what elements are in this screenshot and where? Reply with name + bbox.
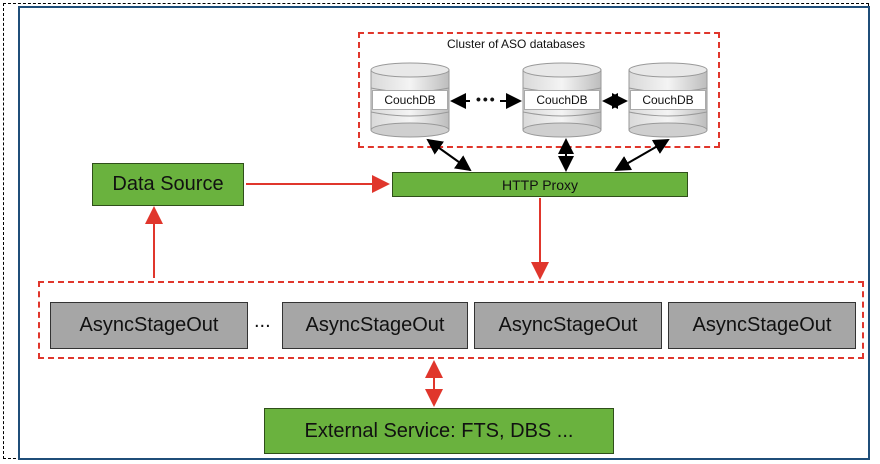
couchdb-label: CouchDB [372, 90, 448, 110]
db-proxy-arrow [426, 138, 472, 172]
asyncstageout-label: AsyncStageOut [692, 314, 832, 336]
http-proxy-box: HTTP Proxy [392, 172, 688, 197]
http-proxy-label: HTTP Proxy [502, 176, 578, 193]
couchdb-node-1: CouchDB [370, 62, 450, 138]
external-service-label: External Service: FTS, DBS ... [304, 419, 574, 442]
asyncstageout-box-1: AsyncStageOut [50, 302, 248, 349]
stageout-container [38, 281, 864, 359]
data-source-label: Data Source [112, 173, 224, 195]
couchdb-label: CouchDB [524, 90, 600, 110]
couchdb-node-2: CouchDB [522, 62, 602, 138]
couchdb-label: CouchDB [630, 90, 706, 110]
asyncstageout-box-4: AsyncStageOut [668, 302, 856, 349]
couchdb-node-3: CouchDB [628, 62, 708, 138]
database-ellipsis: ••• [476, 91, 497, 107]
cluster-title: Cluster of ASO databases [447, 37, 586, 51]
db-proxy-arrow [614, 139, 670, 171]
asyncstageout-label: AsyncStageOut [79, 314, 219, 336]
data-source-box: Data Source [92, 163, 244, 206]
cluster-container [358, 32, 720, 148]
asyncstageout-box-2: AsyncStageOut [282, 302, 468, 349]
asyncstageout-box-3: AsyncStageOut [474, 302, 662, 349]
asyncstageout-label: AsyncStageOut [498, 314, 638, 336]
asyncstageout-label: AsyncStageOut [305, 314, 445, 336]
stageout-ellipsis: ... [254, 310, 271, 332]
external-service-box: External Service: FTS, DBS ... [264, 408, 614, 454]
